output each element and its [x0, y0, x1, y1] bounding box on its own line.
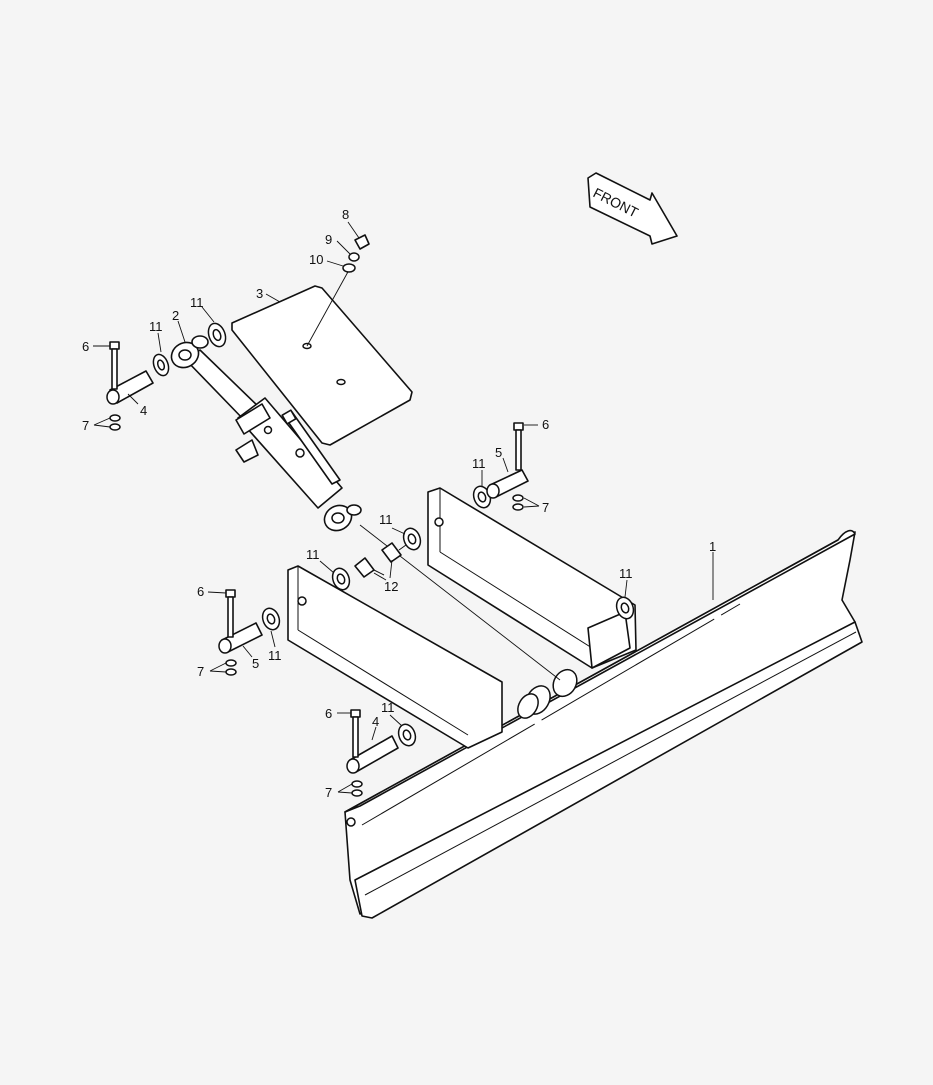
- callout-1: 1: [709, 539, 716, 554]
- callout-12: 12: [384, 579, 398, 594]
- callout-7-a: 7: [82, 418, 89, 433]
- callout-11-b: 11: [190, 295, 204, 310]
- callout-3: 3: [256, 286, 263, 301]
- callout-11-e: 11: [306, 547, 320, 562]
- callout-4-bottom: 4: [372, 714, 379, 729]
- callout-11-g: 11: [619, 566, 633, 581]
- callout-2: 2: [172, 308, 179, 323]
- pivot-bosses: [517, 668, 578, 719]
- bolts: [109, 341, 524, 758]
- callout-6-c: 6: [197, 584, 204, 599]
- mounting-plate: [231, 285, 413, 446]
- callout-6-a: 6: [82, 339, 89, 354]
- callout-11-c: 11: [472, 456, 486, 471]
- callout-8: 8: [342, 207, 349, 222]
- pins: [106, 370, 529, 774]
- callout-numbers: 1 2 3 4 4 5 5 6 6 6 6 7 7 7 7 8 9 10 11 …: [82, 207, 716, 800]
- callout-7-d: 7: [325, 785, 332, 800]
- callout-11-h: 11: [381, 700, 395, 715]
- callout-10: 10: [309, 252, 323, 267]
- callout-11-a: 11: [149, 319, 163, 334]
- callout-6-d: 6: [325, 706, 332, 721]
- front-arrow: FRONT: [587, 172, 678, 245]
- callout-7-b: 7: [542, 500, 549, 515]
- washers: [152, 322, 635, 747]
- callout-5-right: 5: [495, 445, 502, 460]
- callout-11-d: 11: [379, 512, 393, 527]
- push-arm-left: [287, 565, 503, 749]
- plate-bolt-group: [306, 234, 370, 347]
- nuts: [109, 414, 524, 797]
- callout-6-b: 6: [542, 417, 549, 432]
- push-arm-right: [427, 487, 637, 669]
- callout-7-c: 7: [197, 664, 204, 679]
- leader-lines: [93, 221, 714, 794]
- callout-9: 9: [325, 232, 332, 247]
- hydraulic-cylinder: [170, 335, 362, 532]
- callout-5-left: 5: [252, 656, 259, 671]
- callout-11-f: 11: [268, 648, 282, 663]
- callout-4-top: 4: [140, 403, 147, 418]
- grease-fittings: [354, 542, 407, 581]
